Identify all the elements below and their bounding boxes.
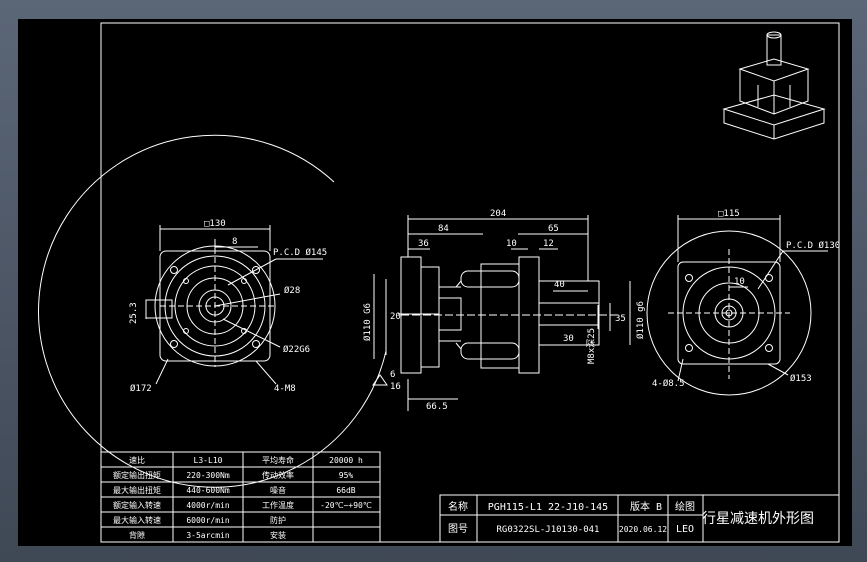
spec-value: 66dB (336, 486, 355, 495)
title-model-label: 名称 (448, 500, 468, 513)
side-left-dia: Ø110 G6 (362, 303, 373, 341)
spec-value: 6000r/min (186, 516, 230, 525)
front-bore-dim: Ø28 (284, 285, 300, 296)
title-code-value: RG0322SL-J10130-041 (497, 525, 600, 535)
spec-label: 最大输入转速 (113, 515, 161, 525)
front-pilot-dim: Ø22G6 (283, 344, 310, 355)
side-6-dim: 6 (390, 370, 395, 380)
spec-label: 速比 (129, 455, 145, 465)
spec-label: 传动效率 (262, 470, 294, 480)
spec-value: -20℃~+90℃ (320, 501, 372, 510)
side-view (372, 215, 631, 411)
rear-10-dim: 10 (734, 277, 745, 287)
front-pcd-dim: P.C.D Ø145 (273, 247, 327, 258)
rear-square-dim: □115 (718, 209, 740, 219)
title-code-label: 图号 (448, 523, 468, 535)
spec-label: 防护 (270, 515, 286, 525)
side-40-dim: 40 (554, 280, 565, 290)
drawing-sheet: □130 8 P.C.D Ø145 Ø28 Ø22G6 25.3 Ø172 4-… (38, 22, 840, 543)
spec-label: 额定输出扭矩 (113, 470, 161, 480)
side-overall-dim: 204 (490, 209, 506, 219)
spec-label: 噪音 (270, 485, 286, 495)
spec-label: 背隙 (129, 530, 145, 540)
spec-label: 工作温度 (262, 500, 294, 510)
spec-label: 平均寿命 (262, 455, 294, 465)
rear-153-dim: Ø153 (790, 373, 812, 384)
title-version-label: 版本 (630, 500, 650, 513)
title-drafter-value: LEO (676, 524, 694, 535)
spec-value: 20000 h (329, 456, 363, 465)
spec-value: L3-L10 (194, 456, 223, 465)
side-35-dim: 35 (615, 314, 626, 324)
rear-holes-dim: 4-Ø8.5 (652, 378, 685, 389)
spec-label: 安装 (270, 530, 286, 540)
spec-table (100, 451, 381, 543)
spec-value: 4000r/min (186, 501, 230, 510)
title-date-value: 2020.06.12 (619, 525, 667, 534)
front-view (145, 225, 323, 385)
isometric-sketch (722, 31, 826, 140)
front-holes-dim: 4-M8 (274, 384, 296, 394)
spec-value: 95% (339, 471, 354, 480)
rear-pcd-dim: P.C.D Ø130 (786, 240, 840, 251)
title-drawing-name: 行星减速机外形图 (702, 511, 814, 527)
spec-label: 额定输入转速 (113, 500, 161, 510)
side-16-dim: 16 (390, 382, 401, 392)
spec-value: 3-5arcmin (186, 531, 230, 540)
spec-label: 最大输出扭矩 (113, 485, 161, 495)
side-10-dim: 10 (506, 239, 517, 249)
front-square-dim: □130 (204, 219, 226, 229)
front-height-dim: 25.3 (129, 302, 139, 324)
spec-value: 220-300Nm (186, 471, 230, 480)
title-version-value: B (656, 502, 662, 513)
side-thread-dim: M8x深25 (586, 328, 597, 364)
side-66-5-dim: 66.5 (426, 402, 448, 412)
title-block (439, 494, 840, 543)
rear-view (646, 215, 828, 396)
side-20-dim: 20 (390, 312, 401, 322)
reference-arc (38, 134, 387, 488)
side-right-dia: Ø110 g6 (635, 301, 646, 339)
drawing-viewport[interactable]: □130 8 P.C.D Ø145 Ø28 Ø22G6 25.3 Ø172 4-… (18, 19, 852, 546)
front-key-dim: 8 (232, 237, 237, 247)
front-outer-dim: Ø172 (130, 383, 152, 394)
side-30-dim: 30 (563, 334, 574, 344)
side-12-dim: 12 (543, 239, 554, 249)
title-drawn-label: 绘图 (675, 500, 695, 513)
side-84-dim: 84 (438, 224, 449, 234)
title-model-value: PGH115-L1 22-J10-145 (488, 502, 608, 513)
side-36-dim: 36 (418, 239, 429, 249)
side-65-dim: 65 (548, 224, 559, 234)
spec-value: 440-600Nm (186, 486, 230, 495)
